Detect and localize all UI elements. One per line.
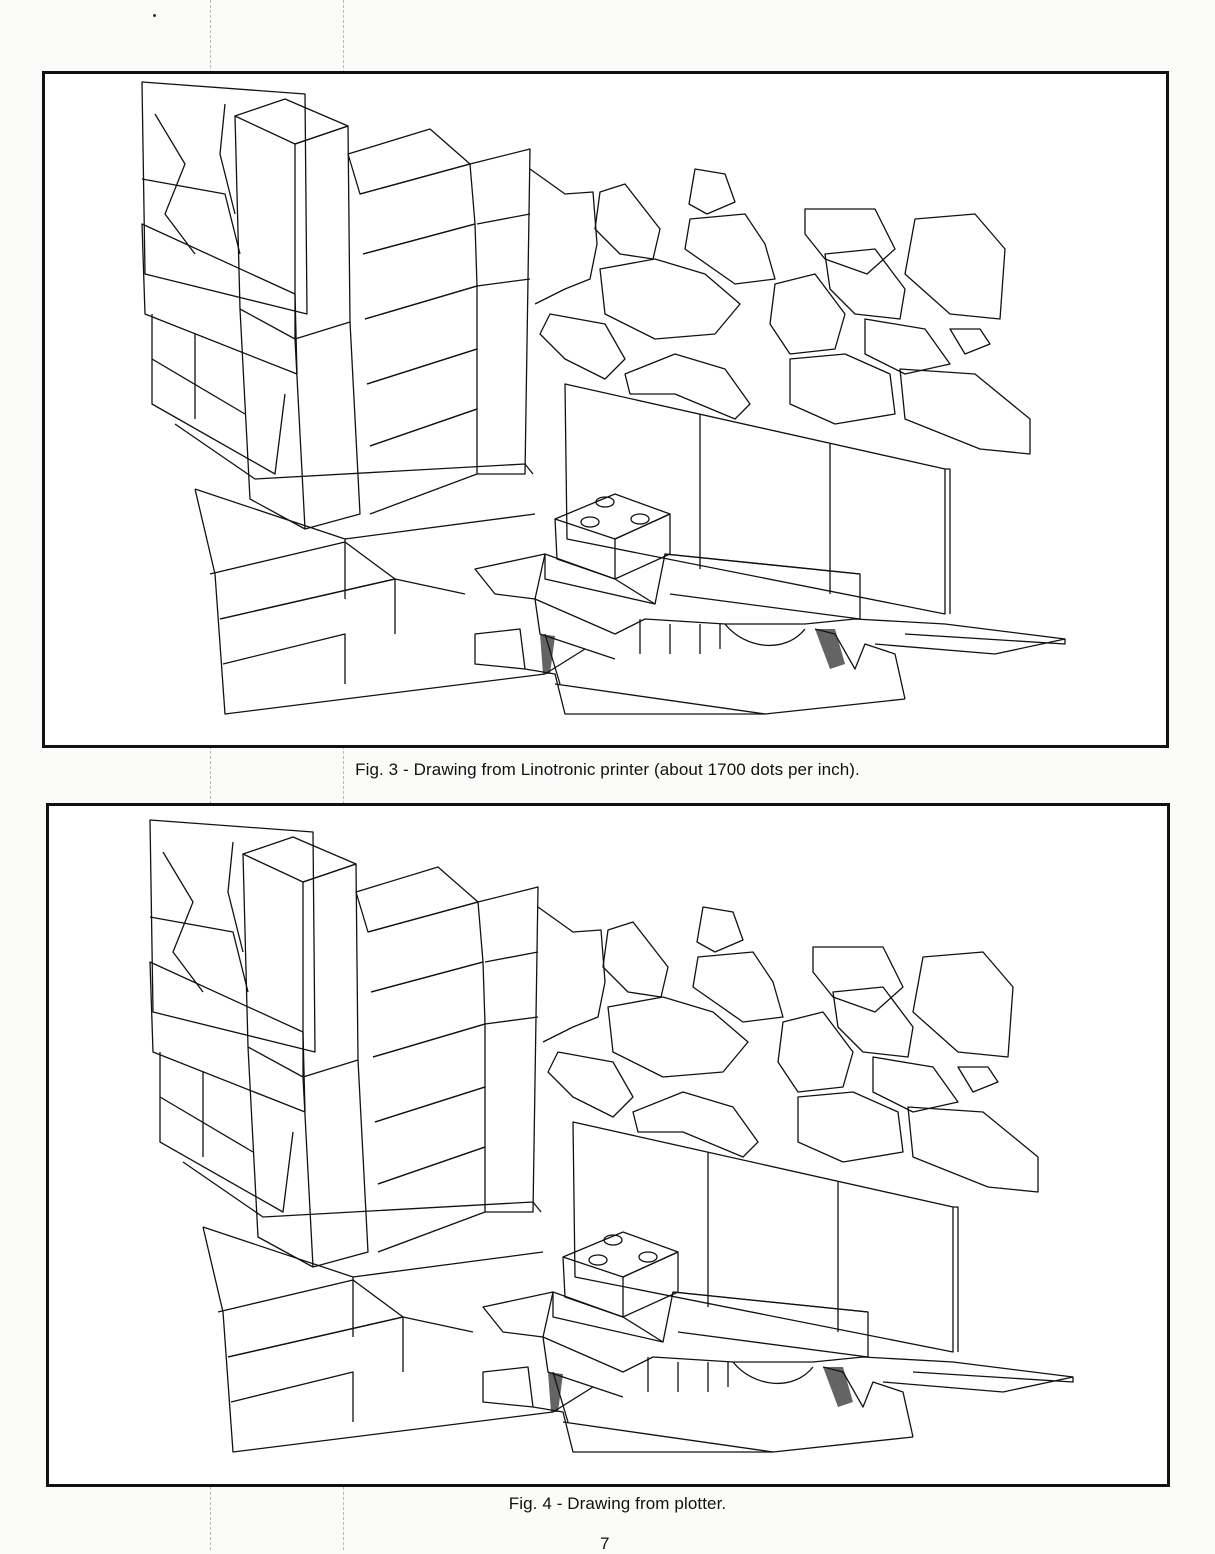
isometric-ruin-drawing-plotter — [149, 819, 1074, 1453]
isometric-ruin-drawing-linotronic — [141, 81, 1066, 715]
scan-speck — [153, 14, 156, 17]
figure-3-drawing — [42, 71, 1169, 748]
page-number: 7 — [600, 1534, 610, 1553]
fold-line-center — [343, 0, 344, 1550]
figure-3-caption: Fig. 3 - Drawing from Linotronic printer… — [355, 760, 860, 779]
fold-line-left — [210, 0, 211, 1550]
figure-4-caption: Fig. 4 - Drawing from plotter. — [508, 1494, 727, 1513]
figure-4-drawing — [46, 803, 1170, 1487]
